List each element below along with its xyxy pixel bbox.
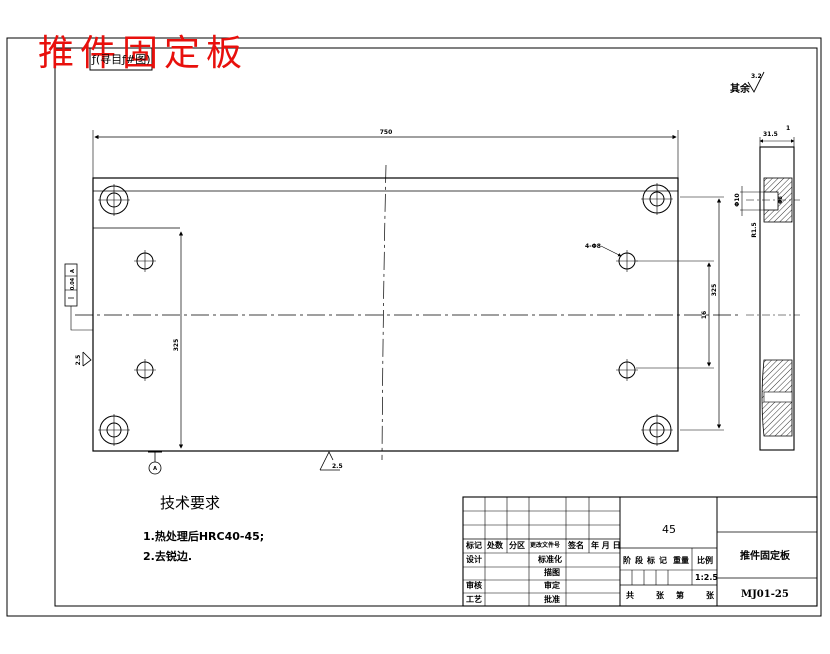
roughness-bottom-value: 2.5 bbox=[332, 463, 343, 470]
side-section-bottom-cut bbox=[763, 391, 793, 403]
tb-scale-value: 1:2.5 bbox=[695, 573, 718, 582]
tb-stage-1: 阶 bbox=[623, 556, 631, 565]
tb-designer-label: 设计 bbox=[466, 555, 482, 564]
roughness-left-value: 2.5 bbox=[75, 355, 82, 366]
top-tab-text: ƒ(寻目ƒ#图) bbox=[92, 53, 151, 66]
corner-hole-bottom-left bbox=[98, 414, 130, 446]
tb-drawing-no: MJ01-25 bbox=[741, 589, 789, 600]
side-small-text: 1 bbox=[786, 125, 790, 132]
tb-rev-header-count: 处数 bbox=[487, 541, 503, 550]
sheet-outer-frame bbox=[6, 37, 822, 617]
side-dia-a-text: Φ10 bbox=[734, 193, 741, 206]
corner-hole-top-left bbox=[98, 184, 130, 216]
tb-draw-label: 描图 bbox=[544, 568, 560, 577]
top-tab-box bbox=[89, 47, 153, 71]
side-view-outline bbox=[759, 146, 795, 451]
roughness-general-symbol bbox=[747, 71, 765, 93]
corner-hole-bottom-right bbox=[641, 414, 673, 446]
tb-stage-2: 段 bbox=[635, 556, 643, 565]
tb-sheet-no: 第 bbox=[676, 591, 684, 600]
roughness-general-label: 其余 bbox=[730, 82, 751, 95]
title-block bbox=[462, 496, 818, 607]
tech-requirements-title: 技术要求 bbox=[160, 494, 221, 512]
hole-callout-text: 4-Φ8 bbox=[585, 243, 601, 250]
tb-sheet-word: 张 bbox=[656, 591, 664, 600]
tech-requirement-2: 2.去锐边. bbox=[143, 550, 193, 563]
flatness-leader bbox=[70, 306, 93, 331]
tb-review-label: 审定 bbox=[544, 581, 560, 590]
tb-weight-label: 重量 bbox=[673, 556, 689, 565]
hole-callout-leader bbox=[600, 245, 622, 257]
dim-text-vertical-right: 325 bbox=[711, 284, 718, 297]
flatness-value: 0.04 bbox=[70, 277, 76, 290]
sheet-inner-frame bbox=[54, 47, 818, 607]
dim-text-vertical-left: 325 bbox=[173, 339, 180, 352]
dim-text-vertical-inner: 16 bbox=[701, 311, 708, 319]
datum-text: A bbox=[153, 466, 157, 472]
tb-part-name: 推件固定板 bbox=[740, 551, 790, 562]
tb-standard-label: 标准化 bbox=[538, 555, 562, 564]
roughness-symbol-left bbox=[82, 351, 92, 367]
side-depth-text: R1.5 bbox=[751, 222, 758, 237]
datum-circle bbox=[148, 461, 162, 475]
small-hole-right-upper bbox=[616, 250, 638, 272]
tb-approve-label: 批准 bbox=[544, 595, 560, 604]
tb-check-label: 审核 bbox=[466, 581, 482, 590]
tb-stage-4: 记 bbox=[659, 556, 667, 565]
dim-text-overall-length: 750 bbox=[380, 129, 393, 136]
vertical-centerline bbox=[381, 164, 387, 461]
tb-scale-label: 比例 bbox=[697, 556, 713, 565]
tb-sheet-word-2: 张 bbox=[706, 591, 714, 600]
small-hole-right-lower bbox=[616, 359, 638, 381]
side-counterbore bbox=[763, 191, 779, 211]
small-hole-left-upper bbox=[134, 250, 156, 272]
flatness-ref: A bbox=[70, 269, 76, 273]
red-overlay-title: 推件固定板 bbox=[38, 33, 249, 74]
tb-rev-header-zone: 分区 bbox=[509, 541, 525, 550]
tb-rev-header-doc: 更改文件号 bbox=[530, 542, 561, 549]
roughness-general-value: 3.2 bbox=[751, 73, 762, 80]
tb-rev-header-sign: 签名 bbox=[568, 541, 584, 550]
side-dia-b-text: Φ8 bbox=[778, 196, 784, 204]
roughness-symbol-bottom bbox=[319, 451, 334, 471]
corner-hole-top-right bbox=[641, 183, 673, 215]
tb-material: 45 bbox=[662, 523, 676, 536]
tb-sheet-total: 共 bbox=[626, 591, 634, 600]
tb-rev-header-mark: 标记 bbox=[466, 541, 482, 550]
side-thickness-text: 31.5 bbox=[763, 131, 778, 138]
small-hole-left-lower bbox=[134, 359, 156, 381]
tb-stage-3: 标 bbox=[647, 556, 655, 565]
tech-requirement-1: 1.热处理后HRC40-45; bbox=[143, 530, 265, 543]
tb-rev-header-date: 年 月 日 bbox=[591, 541, 621, 550]
tb-process-label: 工艺 bbox=[466, 595, 482, 604]
